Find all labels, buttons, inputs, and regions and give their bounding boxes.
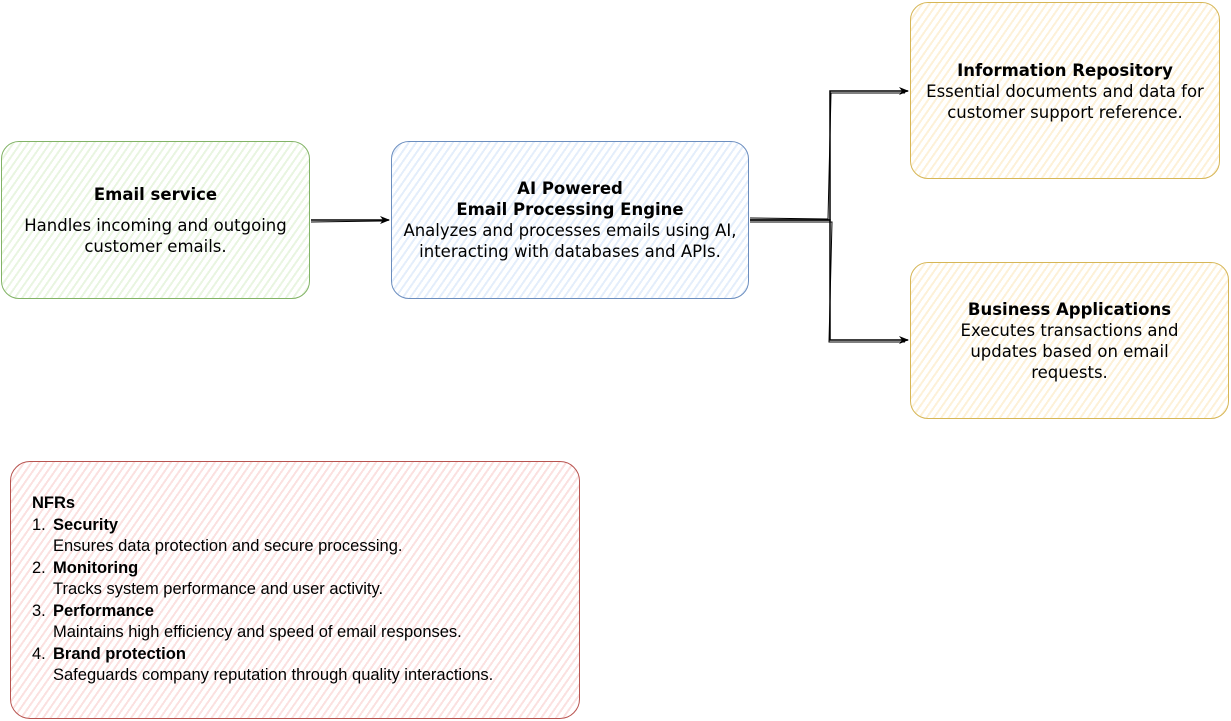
business-applications-node[interactable]: Business Applications Executes transacti… xyxy=(910,262,1229,419)
nfr-item: 2. Monitoring Tracks system performance … xyxy=(32,558,579,601)
edge-engine-to-business-apps-sketch xyxy=(750,221,905,343)
nfrs-title: NFRs xyxy=(32,494,76,512)
nfr-item: 1. Security Ensures data protection and … xyxy=(32,515,579,558)
edge-email-to-engine-sketch xyxy=(310,220,387,223)
edge-engine-to-info-repo-sketch xyxy=(749,92,905,220)
nfr-description: Tracks system performance and user activ… xyxy=(53,580,384,598)
engine-description: Analyzes and processes emails using AI, … xyxy=(403,221,737,261)
email-service-title: Email service xyxy=(93,184,218,204)
business-apps-title: Business Applications xyxy=(967,299,1172,319)
email-service-description: Handles incoming and outgoing customer e… xyxy=(24,215,287,256)
nfr-number: 3. xyxy=(32,601,46,620)
nfr-name: Security xyxy=(53,515,119,534)
nfr-name: Performance xyxy=(53,601,154,620)
nfr-number: 2. xyxy=(32,558,46,577)
nfr-item: 3. Performance Maintains high efficiency… xyxy=(32,601,579,644)
engine-title-line1: AI Powered xyxy=(517,179,623,198)
nfr-description: Maintains high efficiency and speed of e… xyxy=(53,623,462,641)
nfr-description: Safeguards company reputation through qu… xyxy=(53,666,494,684)
info-repo-title: Information Repository xyxy=(957,61,1173,80)
email-service-node[interactable]: Email service Handles incoming and outgo… xyxy=(1,141,310,299)
info-repo-description: Essential documents and data for custome… xyxy=(926,82,1204,122)
nfrs-node[interactable]: NFRs 1. Security Ensures data protection… xyxy=(10,461,580,719)
edge-engine-to-info-repo xyxy=(750,87,909,221)
nfr-name: Brand protection xyxy=(53,644,186,663)
nfr-number: 1. xyxy=(32,515,46,534)
nfr-description: Ensures data protection and secure proce… xyxy=(53,537,403,555)
nfr-number: 4. xyxy=(32,644,46,663)
nfr-name: Monitoring xyxy=(53,558,139,577)
email-processing-engine-node[interactable]: AI Powered Email Processing Engine Analy… xyxy=(391,141,749,299)
engine-title-line2: Email Processing Engine xyxy=(456,200,684,219)
information-repository-node[interactable]: Information Repository Essential documen… xyxy=(910,2,1220,179)
nfr-item: 4. Brand protection Safeguards company r… xyxy=(32,644,579,687)
business-apps-description: Executes transactions and updates based … xyxy=(960,320,1179,382)
edge-engine-to-business-apps xyxy=(750,219,909,344)
